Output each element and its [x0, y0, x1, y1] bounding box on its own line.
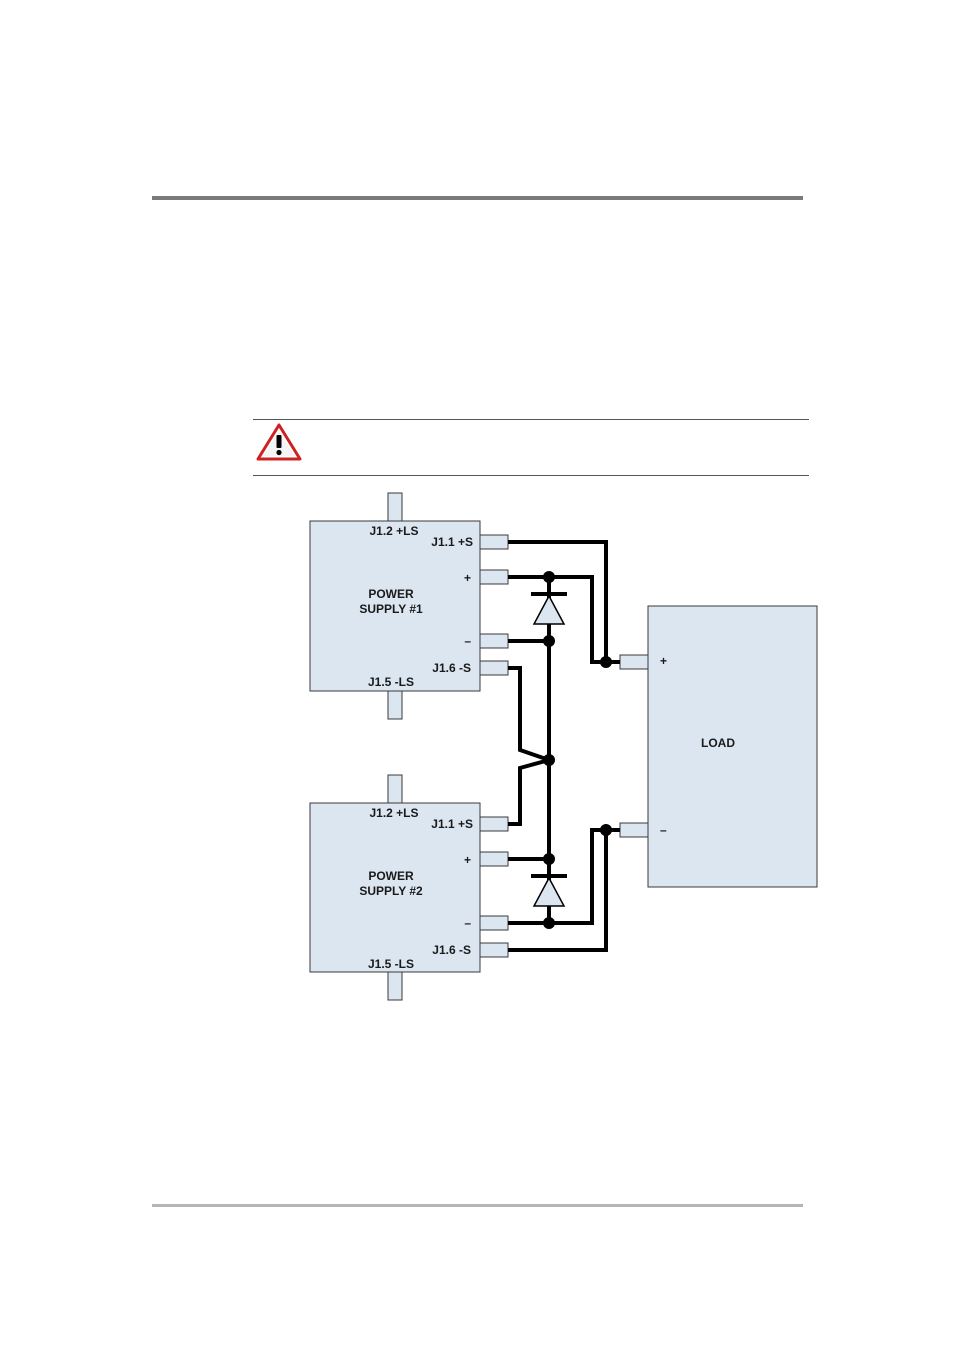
ps1-minus-label: –: [464, 634, 471, 648]
ps2-minus-terminal: [479, 915, 509, 931]
junction-load-minus: [600, 824, 612, 836]
ps2-title-line2: SUPPLY #2: [359, 884, 423, 898]
load-minus-label: –: [660, 823, 667, 837]
ps2-j12-label: J1.2 +LS: [369, 806, 418, 820]
ps2-top-tab: [387, 774, 403, 806]
ps2-plus-terminal: [479, 851, 509, 867]
load-box: [647, 605, 818, 888]
wiring: [508, 540, 620, 952]
junction-ps1-minus: [543, 635, 555, 647]
wire-ps2-sense-minus: [508, 828, 620, 952]
ps2-j16-terminal: [479, 942, 509, 958]
ps1-title-line1: POWER: [368, 587, 414, 601]
caution-bottom-rule: [253, 475, 809, 476]
ps2-j16-label: J1.6 -S: [432, 943, 471, 957]
junction-ps2-plus: [543, 853, 555, 865]
warning-triangle-icon: [256, 423, 302, 461]
load-plus-terminal: [619, 654, 649, 670]
ps2-bottom-tab: [387, 969, 403, 1001]
power-supply-1: J1.2 +LS J1.1 +S + – J1.6 -S J1.5 -LS PO…: [309, 492, 509, 720]
load: + – LOAD: [619, 605, 818, 888]
ps1-j15-label: J1.5 -LS: [368, 675, 414, 689]
load-title: LOAD: [701, 736, 735, 750]
ps1-box: [309, 520, 481, 692]
wire-ps1-sense-minus: [508, 666, 550, 762]
diode-2: [531, 874, 567, 907]
caution-top-rule: [253, 419, 809, 420]
ps1-plus-terminal: [479, 569, 509, 585]
junction-load-plus: [600, 656, 612, 668]
junction-center: [543, 754, 555, 766]
ps1-top-tab: [387, 492, 403, 524]
wire-ps2-sense-plus: [508, 758, 550, 826]
ps2-j11-terminal: [479, 816, 509, 832]
ps2-box: [309, 802, 481, 973]
ps1-plus-label: +: [464, 571, 471, 585]
ps1-title-line2: SUPPLY #1: [359, 602, 423, 616]
ps2-minus-label: –: [464, 916, 471, 930]
diode-1: [531, 592, 567, 625]
load-plus-label: +: [660, 654, 667, 668]
ps2-j15-label: J1.5 -LS: [368, 957, 414, 971]
ps1-bottom-tab: [387, 688, 403, 720]
power-supply-2: J1.2 +LS J1.1 +S + – J1.6 -S J1.5 -LS PO…: [309, 774, 509, 1001]
junctions: [543, 571, 612, 929]
junction-ps1-plus: [543, 571, 555, 583]
junction-ps2-minus: [543, 917, 555, 929]
ps2-plus-label: +: [464, 853, 471, 867]
diode-2-triangle: [532, 876, 566, 907]
ps2-j11-label: J1.1 +S: [431, 817, 473, 831]
ps1-minus-terminal: [479, 633, 509, 649]
load-minus-terminal: [619, 822, 649, 838]
diode-1-triangle: [532, 594, 566, 625]
wire-ps1-sense-plus: [508, 540, 620, 664]
header-rule: [152, 196, 803, 200]
footer-rule: [152, 1204, 803, 1207]
ps1-j11-label: J1.1 +S: [431, 535, 473, 549]
ps1-j16-label: J1.6 -S: [432, 661, 471, 675]
ps2-title-line1: POWER: [368, 869, 414, 883]
ps1-j12-label: J1.2 +LS: [369, 524, 418, 538]
ps1-j16-terminal: [479, 660, 509, 676]
ps1-j11-terminal: [479, 534, 509, 550]
